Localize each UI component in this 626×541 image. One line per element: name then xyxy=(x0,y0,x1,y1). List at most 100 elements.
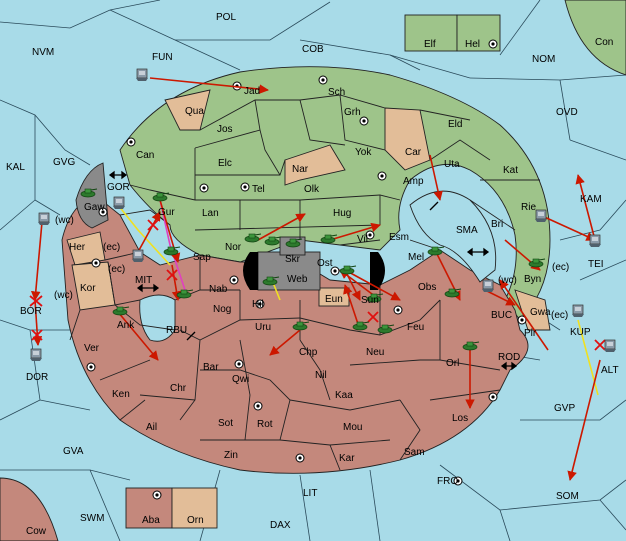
coast-label: (ec) xyxy=(552,262,569,273)
sea-label: TEI xyxy=(588,259,604,270)
supply-center-icon xyxy=(126,137,136,147)
province-label: Eld xyxy=(448,119,462,130)
province-label: Neu xyxy=(366,347,384,358)
province-label: Grh xyxy=(344,107,361,118)
province-label: Pir xyxy=(524,328,537,339)
sea-label: BOR xyxy=(20,306,42,317)
sea-label: KAM xyxy=(580,194,602,205)
province-label: Can xyxy=(136,150,154,161)
sea-sma[interactable] xyxy=(409,190,497,283)
province-label: Zin xyxy=(224,450,238,461)
supply-center-icon xyxy=(377,171,387,181)
province-label: Lan xyxy=(202,208,219,219)
fleet-icon xyxy=(534,209,548,223)
province-label: Nil xyxy=(315,370,327,381)
supply-center-icon xyxy=(86,362,96,372)
sea-label: MIT xyxy=(135,275,152,286)
province-label: Mou xyxy=(343,422,362,433)
province-label: Vil xyxy=(357,234,368,245)
land-labels: Elf Hel Con Jad Sch Qua Grh Jos Eld Can … xyxy=(26,37,613,537)
double-arrow-icon xyxy=(108,170,518,371)
order-arrows xyxy=(30,77,601,481)
province-label: Rot xyxy=(257,419,273,430)
sea-label: KUP xyxy=(570,327,591,338)
sea-label: NOM xyxy=(532,54,555,65)
province-label: Rie xyxy=(521,202,536,213)
province-label: Yok xyxy=(355,147,372,158)
sea-label: GVA xyxy=(63,446,84,457)
province-label: Jad xyxy=(244,86,260,97)
province-label: Gur xyxy=(158,207,175,218)
province-label: Hil xyxy=(252,299,264,310)
coast-label: (ec) xyxy=(108,264,125,275)
supply-center-icon xyxy=(98,207,108,217)
coast-label: (wc) xyxy=(54,290,73,301)
sea-label: ALT xyxy=(601,365,619,376)
province-label: Nar xyxy=(292,164,309,175)
province-label: Kor xyxy=(80,283,96,294)
coast-label: (ec) xyxy=(551,310,568,321)
province-label: Her xyxy=(69,242,86,253)
supply-center-icon xyxy=(295,453,305,463)
supply-center-icon xyxy=(199,183,209,193)
province-label: Chp xyxy=(299,347,318,358)
supply-center-icon xyxy=(488,39,498,49)
support-line-magenta xyxy=(159,199,186,291)
province-label: Elf xyxy=(424,39,436,50)
province-label: Sot xyxy=(218,418,233,429)
sea-label: BUC xyxy=(491,310,512,321)
province-orn[interactable] xyxy=(171,487,218,529)
province-label: Uta xyxy=(444,159,460,170)
province-aba[interactable] xyxy=(125,487,173,529)
province-label: Ail xyxy=(146,422,157,433)
province-label: Orn xyxy=(187,515,204,526)
province-label: Olk xyxy=(304,184,320,195)
supply-center-icon xyxy=(453,476,463,486)
supply-center-icon xyxy=(488,392,498,402)
sea-rbu[interactable] xyxy=(139,294,176,342)
fleet-icon xyxy=(131,249,145,263)
supply-center-icon xyxy=(330,266,340,276)
province-label: Qua xyxy=(185,106,204,117)
province-label: Byn xyxy=(524,274,541,285)
supply-center-icon xyxy=(393,305,403,315)
sea-label: ROD xyxy=(498,352,520,363)
province-label: Hel xyxy=(465,39,480,50)
province-label: Kat xyxy=(503,165,518,176)
impassable-east xyxy=(370,252,385,290)
province-label: Nog xyxy=(213,304,231,315)
province-label: Mel xyxy=(408,252,424,263)
fleet-icon xyxy=(135,68,149,82)
fleet-icon xyxy=(603,339,617,353)
supply-center-icon xyxy=(359,116,369,126)
province-label: Kaa xyxy=(335,390,353,401)
sea-label: OVD xyxy=(556,107,578,118)
province-label: Car xyxy=(405,147,422,158)
sea-label: DOR xyxy=(26,372,48,383)
province-label: Gwa xyxy=(530,307,551,318)
province-label: Ost xyxy=(317,258,333,269)
fleet-icon xyxy=(112,196,126,210)
sea-label: FRO xyxy=(437,476,458,487)
supply-center-icon xyxy=(91,258,101,268)
province-label: Nor xyxy=(225,242,242,253)
sea-label: SMA xyxy=(456,225,478,236)
province-label: Eun xyxy=(325,294,343,305)
supply-center-icon xyxy=(255,299,265,309)
province-elf[interactable] xyxy=(404,14,458,52)
province-label: Los xyxy=(452,413,468,424)
province-car[interactable] xyxy=(384,107,431,171)
failed-order-x-icon xyxy=(29,219,606,351)
sea-label: SWM xyxy=(80,513,104,524)
sea-labels: POL NVM FUN COB NOM OVD KAL GVG GOR MIT … xyxy=(6,12,619,531)
fleet-icon xyxy=(571,304,585,318)
province-nar[interactable] xyxy=(284,144,346,186)
province-label: Jos xyxy=(217,124,233,135)
province-label: Hug xyxy=(333,208,351,219)
fleet-icon xyxy=(29,348,43,362)
province-label: Sch xyxy=(328,87,345,98)
province-label: Feu xyxy=(407,322,424,333)
supply-center-icon xyxy=(318,75,328,85)
province-label: Elc xyxy=(218,158,232,169)
